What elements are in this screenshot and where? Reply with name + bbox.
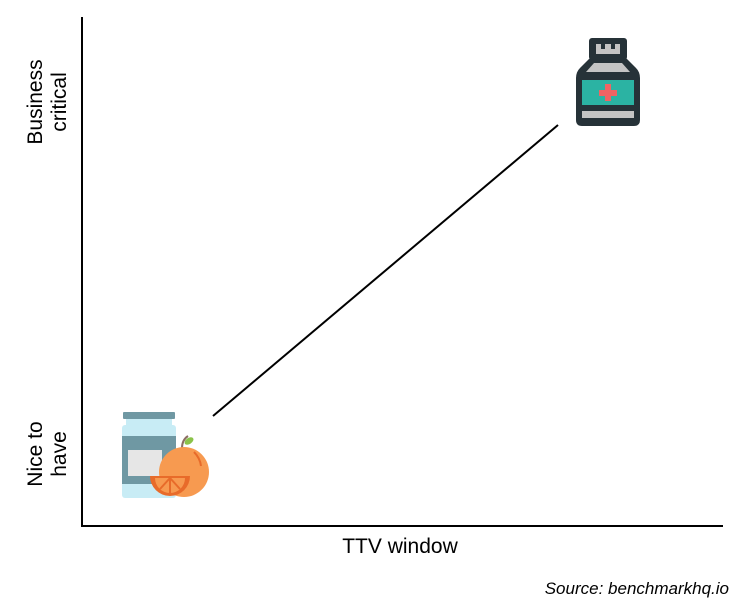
- source-caption: Source: benchmarkhq.io: [544, 579, 729, 598]
- connector-line: [212, 124, 559, 417]
- y-axis-top-label: Business critical: [24, 42, 72, 162]
- y-axis-bottom-label-line1: Nice to: [24, 421, 47, 487]
- y-axis-bottom-label: Nice to have: [24, 394, 72, 514]
- x-axis-label: TTV window: [342, 535, 458, 558]
- vitamin-bottle-orange-icon: [122, 412, 209, 498]
- y-axis-top-label-line2: critical: [48, 72, 71, 132]
- medicine-bottle-icon: [576, 38, 640, 126]
- y-axis-top-label-line1: Business: [24, 59, 47, 145]
- y-axis-bottom-label-line2: have: [48, 431, 71, 477]
